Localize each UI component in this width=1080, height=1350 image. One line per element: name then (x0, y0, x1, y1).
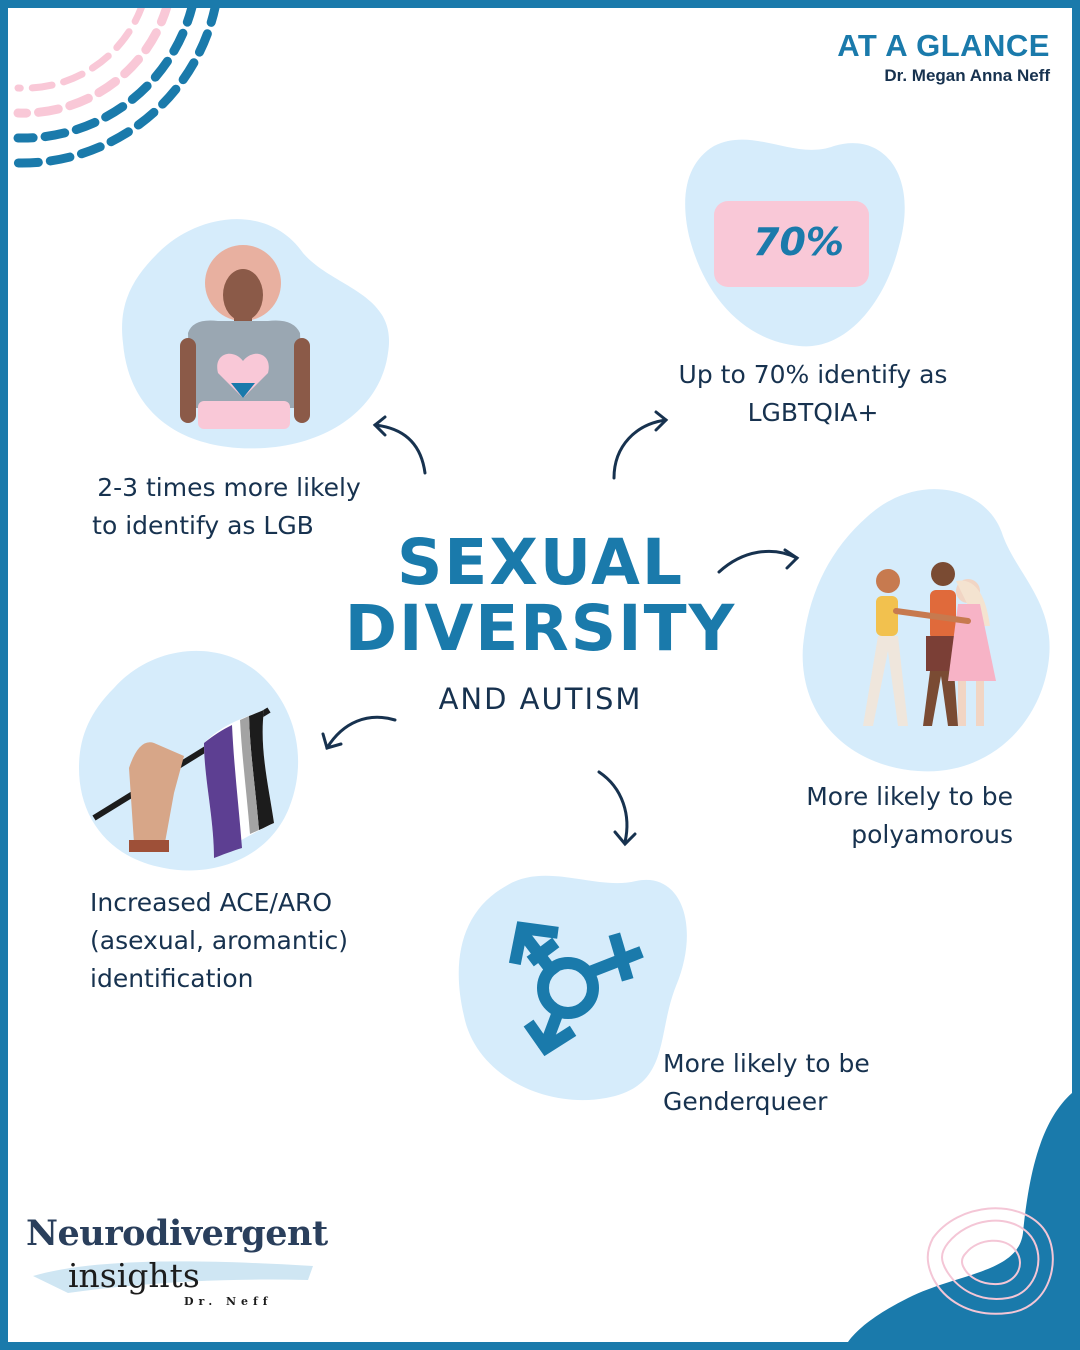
genderqueer-illustration-blob (458, 875, 687, 1101)
person-with-heart-shirt-icon (180, 245, 310, 429)
arrow-to-polyamorous-icon (717, 548, 800, 574)
main-title-line2: DIVERSITY (344, 592, 737, 665)
lgb-caption-line2: to identify as LGB (92, 511, 314, 540)
main-title: SEXUAL DIVERSITY (308, 530, 773, 662)
decorative-corner-wave (848, 1093, 1072, 1342)
brand-name-line1: Neurodivergent (26, 1213, 328, 1254)
genderqueer-caption: More likely to be Genderqueer (663, 1045, 963, 1121)
brand-name-line3: Dr. Neff (184, 1295, 273, 1308)
three-people-holding-hands-icon (863, 562, 996, 726)
infographic-canvas: AT A GLANCE Dr. Megan Anna Neff 70% (8, 8, 1072, 1342)
polyamorous-caption-line1: More likely to be (806, 782, 1013, 811)
percent-illustration-blob (685, 139, 905, 347)
lgbtqia-caption: Up to 70% identify as LGBTQIA+ (648, 356, 978, 432)
percent-badge: 70% (753, 220, 844, 264)
ace-aro-illustration-blob (79, 650, 299, 871)
brand-underline-swash (33, 1261, 313, 1293)
arrow-to-lgb-icon (372, 415, 427, 475)
transgender-symbol-icon (508, 921, 644, 1057)
header-author: Dr. Megan Anna Neff (884, 66, 1050, 85)
polyamorous-illustration-blob (802, 489, 1050, 772)
genderqueer-caption-line1: More likely to be (663, 1049, 870, 1078)
genderqueer-caption-line2: Genderqueer (663, 1087, 828, 1116)
ace-aro-caption-line2: (asexual, aromantic) (90, 926, 348, 955)
polyamorous-caption-line2: polyamorous (851, 820, 1013, 849)
ace-aro-caption: Increased ACE/ARO (asexual, aromantic) i… (90, 884, 410, 998)
lgb-caption: 2-3 times more likely to identify as LGB (64, 469, 394, 545)
ace-aro-caption-line3: identification (90, 964, 254, 993)
lgb-illustration-blob (122, 219, 390, 449)
asexual-flag-icon (92, 707, 274, 858)
polyamorous-caption: More likely to be polyamorous (748, 778, 1013, 854)
decorative-dashed-arcs (13, 8, 220, 168)
main-subtitle: AND AUTISM (438, 682, 643, 716)
main-title-line1: SEXUAL (396, 526, 685, 599)
header-title: AT A GLANCE (837, 28, 1050, 63)
arrow-to-lgbtqia-icon (612, 410, 669, 480)
arrow-to-genderqueer-icon (597, 770, 637, 847)
brand-name-line2: insights (68, 1256, 200, 1295)
lgbtqia-caption-line2: LGBTQIA+ (747, 398, 879, 427)
lgb-caption-line1: 2-3 times more likely (97, 473, 361, 502)
ace-aro-caption-line1: Increased ACE/ARO (90, 888, 333, 917)
arrow-to-ace-aro-icon (321, 715, 397, 750)
lgbtqia-caption-line1: Up to 70% identify as (678, 360, 948, 389)
